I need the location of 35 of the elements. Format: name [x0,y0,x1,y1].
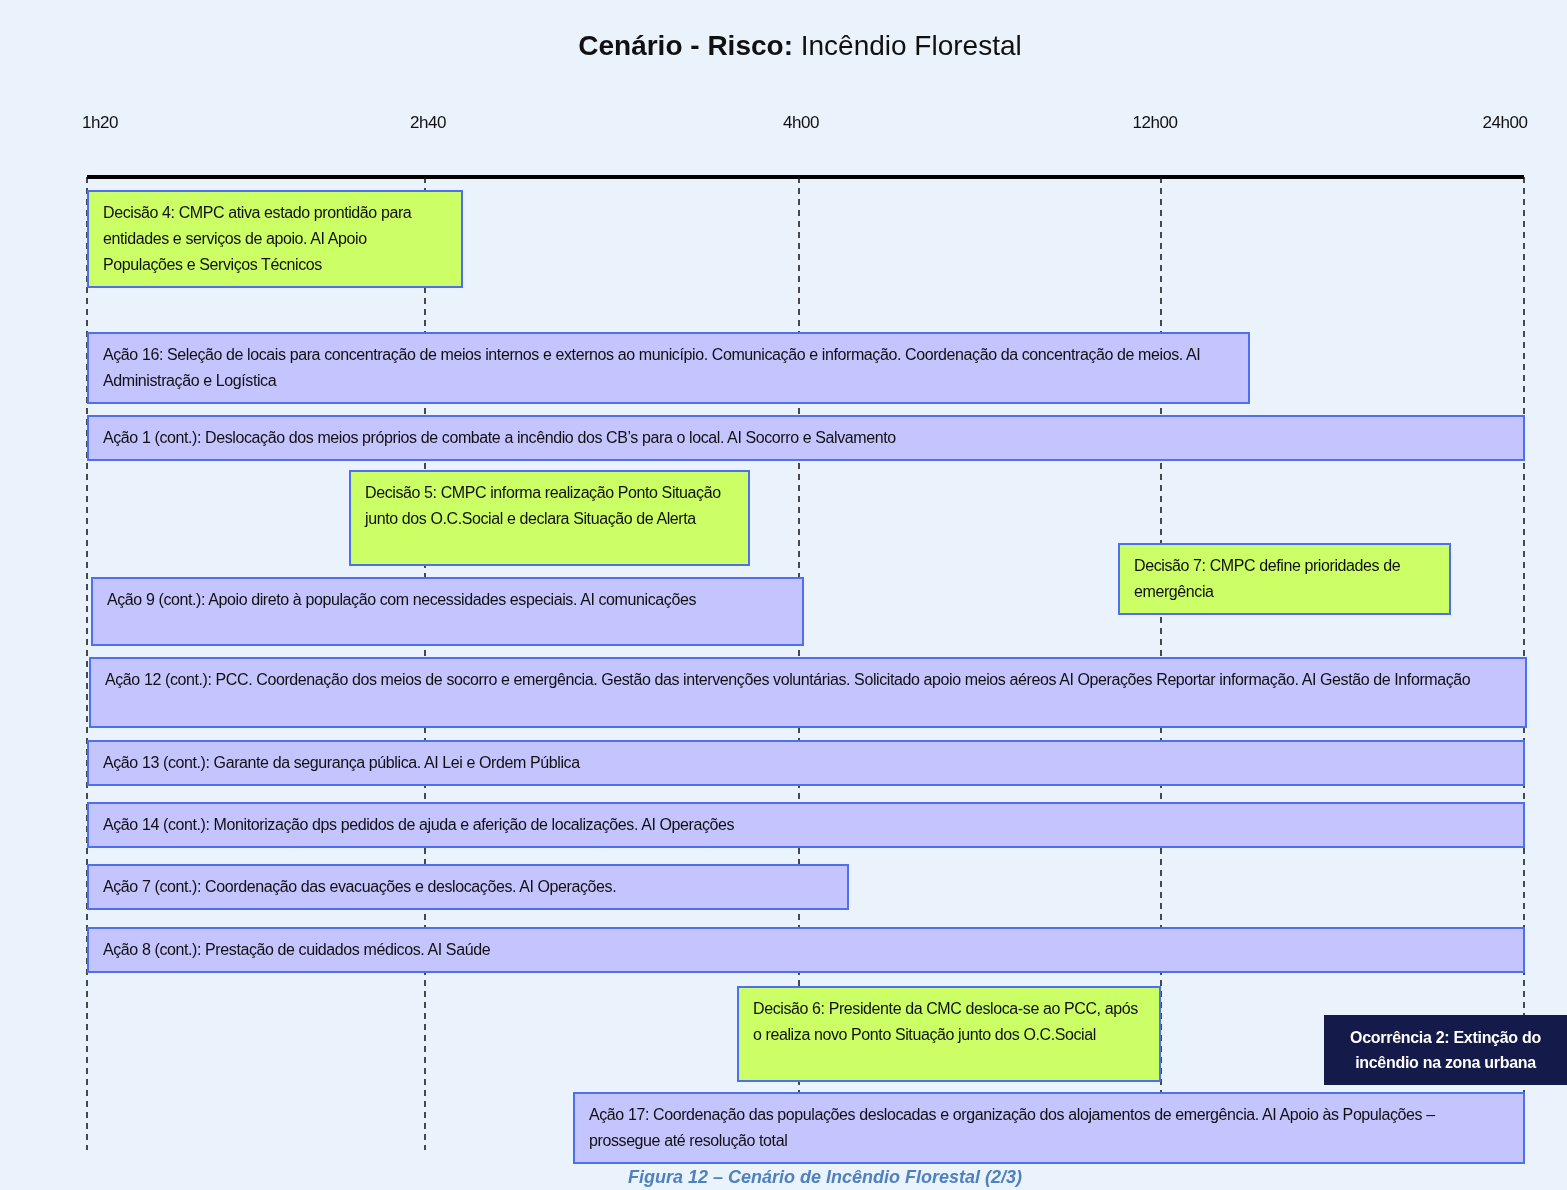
box-text: Ação 8 (cont.): Prestação de cuidados médicos. AI Saúde [103,940,492,960]
box-text: Ação 17: Coordenação das populações deslocadas e organização dos alojamentos de emergência. AI Apoio às Populações – prossegue até resolução total [589,1105,1436,1151]
box-text: Ação 13 (cont.): Garante da segurança pública. AI Lei e Ordem Pública [103,753,581,773]
box-text: Decisão 4: CMPC ativa estado prontidão para entidades e serviços de apoio. AI Apoio Populações e Serviços Técnicos [103,203,413,275]
occurrence-box [1324,1015,1567,1085]
time-label: 1h20 [82,113,118,133]
box-text: Decisão 7: CMPC define prioridades de emergência [1134,556,1402,602]
decision-box [349,470,750,566]
decision-box [737,986,1161,1082]
action-bar [89,657,1527,728]
action-bar [573,1092,1525,1164]
time-label: 12h00 [1132,113,1178,133]
box-text: Ação 9 (cont.): Apoio direto à população com necessidades especiais. AI comunicações [107,590,697,610]
action-bar [87,802,1525,848]
action-bar [91,577,804,646]
action-bar [87,864,849,910]
box-text: Decisão 6: Presidente da CMC desloca-se ao PCC, após o realiza novo Ponto Situação junto dos O.C.Social [753,999,1139,1045]
box-text: Ação 7 (cont.): Coordenação das evacuações e deslocações. AI Operações. [103,877,618,897]
diagram-title: Cenário - Risco: Incêndio Florestal [578,30,1022,62]
box-text: Ocorrência 2: Extinção do incêndio na zona urbana [1349,1028,1542,1073]
action-bar [87,740,1525,786]
time-label: 2h40 [410,113,446,133]
box-text: Ação 16: Seleção de locais para concentração de meios internos e externos ao município. Comunicação e informação. Coordenação da concentração de meios. AI Administração e Logística [103,345,1202,391]
action-bar [87,332,1250,404]
box-text: Ação 1 (cont.): Deslocação dos meios próprios de combate a incêndio dos CB’s para o local. AI Socorro e Salvamento [103,428,897,448]
action-bar [87,415,1525,461]
action-bar [87,927,1525,973]
time-label: 4h00 [783,113,819,133]
decision-box [1118,543,1451,615]
box-text: Ação 12 (cont.): PCC. Coordenação dos meios de socorro e emergência. Gestão das intervenções voluntárias. Solicitado apoio meios aéreos AI Operações Reportar informação. AI Gestão de Informação [105,670,1472,690]
box-text: Decisão 5: CMPC informa realização Ponto Situação junto dos O.C.Social e declara Situação de Alerta [365,483,722,529]
decision-box [87,190,463,288]
figure-caption: Figura 12 – Cenário de Incêndio Florestal (2/3) [627,1167,1023,1188]
time-label: 24h00 [1482,113,1528,133]
box-text: Ação 14 (cont.): Monitorização dps pedidos de ajuda e aferição de localizações. AI Operações [103,815,736,835]
